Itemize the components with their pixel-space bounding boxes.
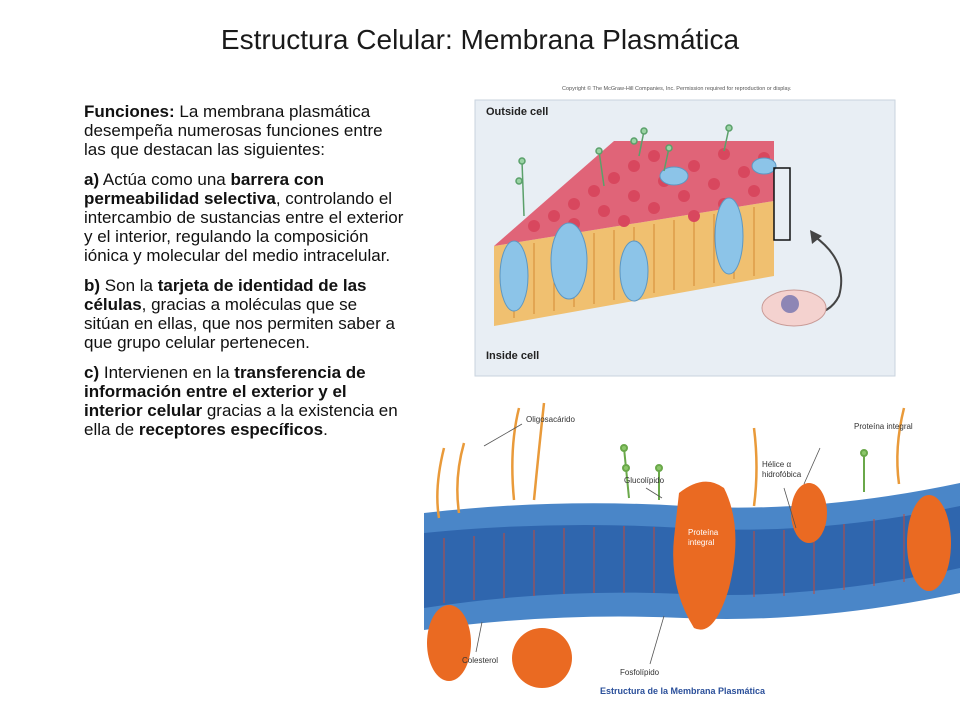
function-a-text-1: Actúa como una [99, 170, 231, 189]
function-c-text-2: gracias a la existencia en ella de [84, 401, 398, 439]
function-c-text-3: . [323, 420, 328, 439]
function-a-text-2: , controlando el intercambio de sustanci… [84, 189, 404, 265]
cholesterol-label: Colesterol [462, 656, 499, 665]
membrane-3d-figure: Copyright © The McGraw-Hill Companies, I… [474, 86, 896, 378]
function-a-marker: a) [84, 170, 100, 189]
membrane-section-figure: Oligosacárido Glucolípido Proteína integ… [424, 388, 960, 706]
function-a-emphasis: barrera con permeabilidad selectiva [84, 170, 325, 208]
hydrophobic-helix-label: Hélice α hidrofóbica [762, 460, 802, 479]
function-b-text-1: Son la [100, 276, 158, 295]
glycolipid-label: Glucolípido [624, 476, 665, 485]
copyright-note: Copyright © The McGraw-Hill Companies, I… [562, 86, 792, 92]
function-c-emphasis: transferencia de información entre el ex… [84, 363, 366, 420]
phospholipid-label: Fosfolípido [620, 668, 660, 677]
function-b-emphasis: tarjeta de identidad de las células [84, 276, 367, 314]
integral-protein-top-label: Proteína integral [854, 422, 913, 431]
glycolipid-chains [620, 444, 868, 500]
outside-cell-label: Outside cell [486, 106, 549, 118]
function-b-paragraph: b) Son la tarjeta de identidad de las cé… [84, 276, 406, 352]
membrane-proteins [499, 157, 777, 312]
label-pointers [475, 423, 821, 665]
function-a-paragraph: a) Actúa como una barrera con permeabili… [84, 170, 406, 265]
tail-stripes [443, 509, 935, 603]
function-c-text-1: Intervienen en la [99, 363, 235, 382]
slide-title: Estructura Celular: Membrana Plasmática [220, 24, 740, 55]
inside-cell-label: Inside cell [486, 350, 540, 362]
nucleus-icon [781, 295, 799, 313]
central-protein [673, 481, 736, 630]
intro-paragraph: Funciones: La membrana plasmática desemp… [84, 102, 406, 159]
oligosaccharide-label: Oligosacárido [526, 415, 575, 424]
membrane-3d-drawing [474, 99, 896, 377]
body-text: Funciones: La membrana plasmática desemp… [84, 102, 406, 450]
membrane-section-drawing [424, 388, 960, 706]
carbohydrate-chains [515, 124, 733, 217]
left-protein [427, 605, 471, 681]
function-c-paragraph: c) Intervienen en la transferencia de in… [84, 363, 406, 439]
figure-caption: Estructura de la Membrana Plasmática [600, 686, 766, 696]
lower-protein [512, 628, 572, 688]
function-c-emphasis-2: receptores específicos [138, 420, 324, 439]
oligosaccharide-chains [436, 402, 906, 519]
function-c-marker: c) [84, 363, 100, 382]
integral-proteins [427, 481, 951, 688]
right-protein-1 [791, 483, 827, 543]
intro-label: Funciones: [84, 102, 175, 121]
function-b-marker: b) [84, 276, 101, 295]
integral-protein-mid-label: Proteína integral [688, 528, 719, 547]
zoom-box-icon [773, 167, 791, 241]
function-b-text-2: , gracias a moléculas que se sitúan en e… [84, 295, 395, 352]
arrow-head-icon [810, 230, 822, 244]
intro-text: La membrana plasmática desempeña numeros… [84, 102, 383, 159]
right-protein-2 [907, 495, 951, 591]
